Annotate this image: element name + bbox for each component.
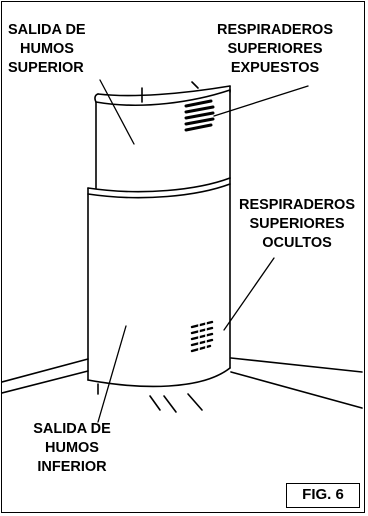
lower-flue-section	[87, 177, 231, 395]
label-line: SALIDA DE	[33, 421, 111, 437]
label-line: RESPIRADEROS	[216, 22, 334, 38]
exposed-upper-vents-label: RESPIRADEROS SUPERIORES EXPUESTOS	[200, 21, 350, 78]
upper-smoke-outlet-label: SALIDA DE HUMOS SUPERIOR	[8, 21, 128, 78]
label-line: HUMOS	[45, 440, 99, 456]
label-line: HUMOS	[20, 41, 74, 57]
lower-smoke-outlet-label: SALIDA DE HUMOS INFERIOR	[12, 420, 132, 477]
hidden-vent-slots	[190, 317, 214, 354]
figure-number-label: FIG. 6	[286, 483, 360, 508]
label-line: SALIDA DE	[8, 22, 86, 38]
label-line: SUPERIOR	[8, 60, 84, 76]
wall-corner-lines	[2, 357, 363, 409]
exposed-vent-slots	[184, 99, 215, 132]
label-line: SUPERIORES	[249, 216, 345, 232]
label-line: EXPUESTOS	[230, 60, 320, 76]
hidden-upper-vents-label: RESPIRADEROS SUPERIORES OCULTOS	[230, 196, 364, 253]
upper-flue-section	[94, 81, 231, 189]
label-line: RESPIRADEROS	[238, 197, 356, 213]
leader-lines	[97, 79, 309, 423]
label-line: OCULTOS	[262, 235, 332, 251]
label-line: INFERIOR	[37, 459, 107, 475]
label-line: SUPERIORES	[227, 41, 323, 57]
hood-top-lines	[149, 393, 203, 413]
